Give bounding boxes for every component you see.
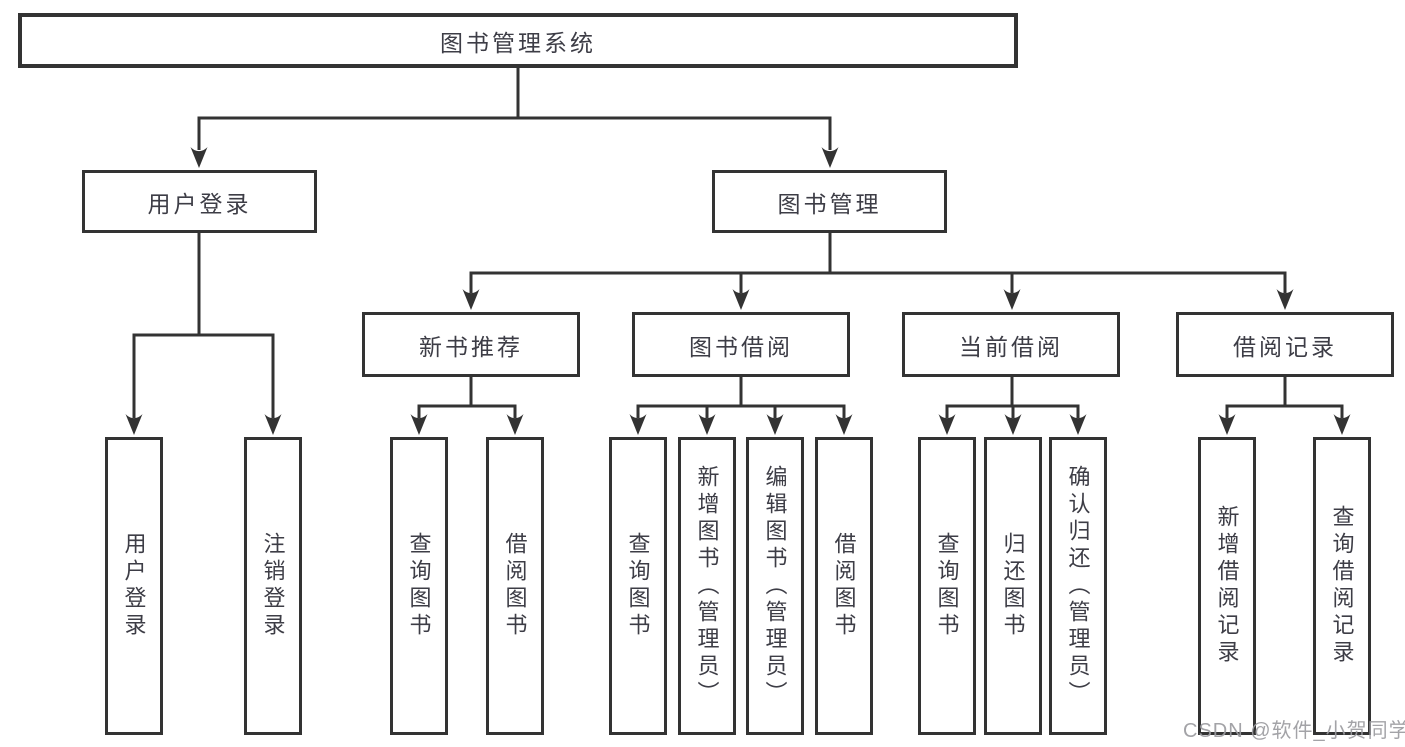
node-root-system: 图书管理系统	[18, 13, 1018, 68]
node-label: 借阅图书	[831, 532, 857, 640]
csdn-watermark: CSDN @软件_小贺同学	[1183, 720, 1405, 742]
leaf-add-borrow-record: 新增借阅记录	[1198, 437, 1256, 735]
leaf-borrow-book-recommend: 借阅图书	[486, 437, 544, 735]
arrow-icon	[821, 147, 839, 168]
leaf-query-book-recommend: 查询图书	[390, 437, 448, 735]
leaf-user-login: 用户登录	[105, 437, 163, 735]
connector-new-book-split	[417, 377, 517, 418]
leaf-query-book-current: 查询图书	[918, 437, 976, 735]
node-label: 确认归还（管理员）	[1065, 464, 1091, 708]
node-label: 查询图书	[934, 532, 960, 640]
leaf-return-book: 归还图书	[984, 437, 1042, 735]
node-label: 归还图书	[1000, 532, 1026, 640]
node-book-management: 图书管理	[712, 170, 947, 233]
node-user-login: 用户登录	[82, 170, 317, 233]
leaf-query-book: 查询图书	[609, 437, 667, 735]
node-label: 注销登录	[260, 532, 286, 640]
node-book-borrow: 图书借阅	[632, 312, 850, 377]
leaf-borrow-book: 借阅图书	[815, 437, 873, 735]
leaf-edit-book-admin: 编辑图书（管理员）	[746, 437, 804, 735]
connector-user-login-split	[132, 233, 275, 418]
node-borrow-record: 借阅记录	[1176, 312, 1394, 377]
arrow-icon	[190, 147, 208, 168]
leaf-logout: 注销登录	[244, 437, 302, 735]
node-label: 新书推荐	[419, 333, 523, 360]
node-label: 借阅记录	[1233, 333, 1337, 360]
node-label: 查询借阅记录	[1329, 505, 1355, 667]
connector-borrow-record-split	[1225, 377, 1344, 418]
node-label: 新增图书（管理员）	[694, 464, 720, 708]
node-label: 查询图书	[625, 532, 651, 640]
node-label: 图书借阅	[689, 333, 793, 360]
node-label: 当前借阅	[959, 333, 1063, 360]
leaf-add-book-admin: 新增图书（管理员）	[678, 437, 736, 735]
node-label: 图书管理	[777, 190, 882, 217]
node-label: 图书管理系统	[440, 29, 596, 56]
node-new-book-recommend: 新书推荐	[362, 312, 580, 377]
node-label: 新增借阅记录	[1214, 505, 1240, 667]
node-label: 查询图书	[406, 532, 432, 640]
connector-current-borrow-split	[945, 377, 1080, 418]
leaf-confirm-return-admin: 确认归还（管理员）	[1049, 437, 1107, 735]
node-label: 用户登录	[147, 190, 252, 217]
node-label: 借阅图书	[502, 532, 528, 640]
connector-root-split	[197, 67, 832, 150]
connector-book-borrow-split	[636, 377, 846, 418]
node-label: 用户登录	[121, 532, 147, 640]
node-label: 编辑图书（管理员）	[762, 464, 788, 708]
leaf-query-borrow-record: 查询借阅记录	[1313, 437, 1371, 735]
connector-book-management-split	[469, 233, 1287, 293]
node-current-borrow: 当前借阅	[902, 312, 1120, 377]
